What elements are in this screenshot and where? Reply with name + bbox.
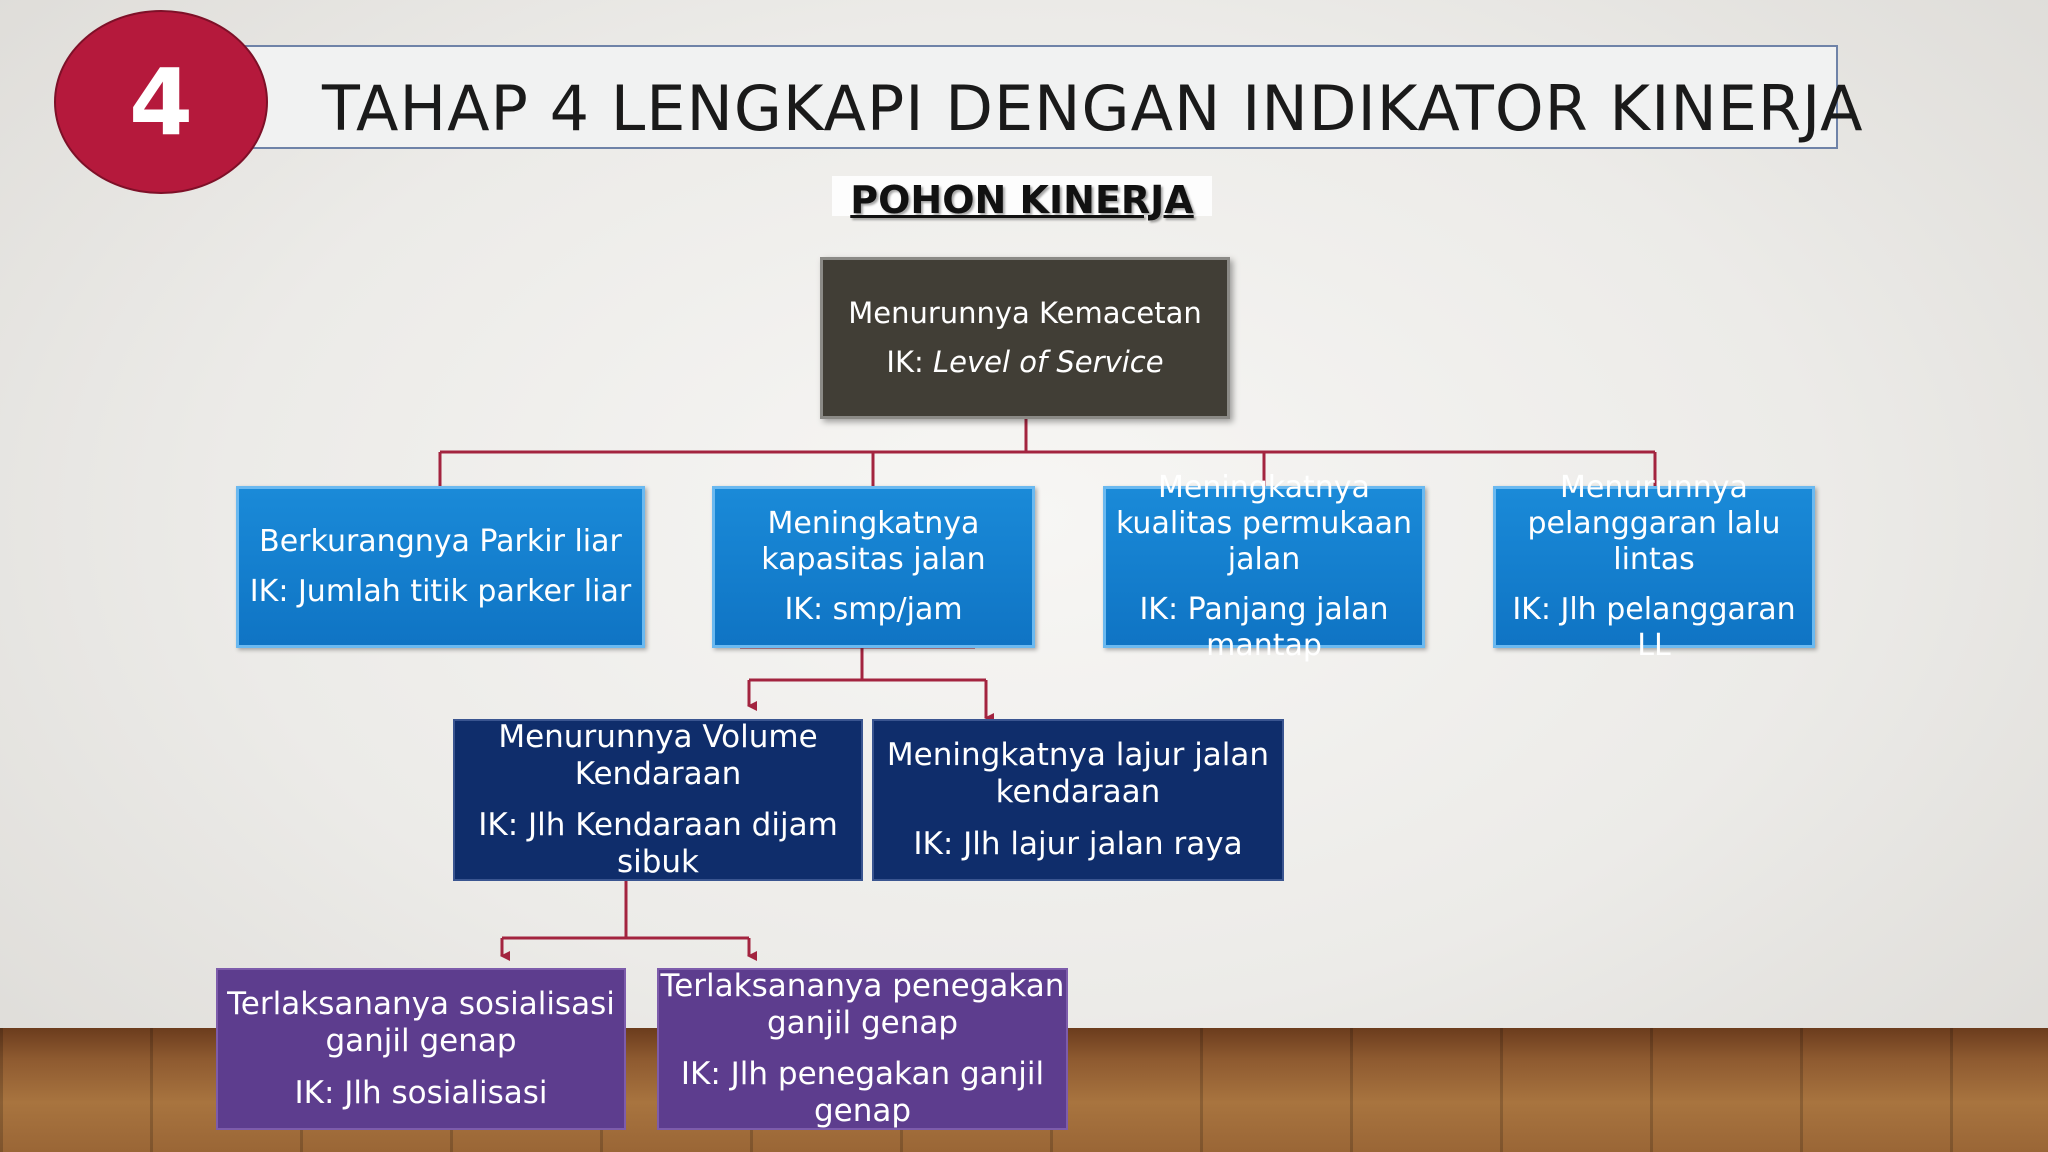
node-sosialisasi-ganjil-genap: Terlaksananya sosialisasi ganjil genap I…	[216, 968, 626, 1130]
node-pelanggaran-lalu-lintas: Menurunnya pelanggaran lalu lintas IK: J…	[1493, 470, 1815, 663]
node-ik: IK: Jumlah titik parker liar	[249, 574, 632, 609]
node-text: Meningkatnya kapasitas jalan	[761, 506, 986, 577]
node-text: Menurunnya pelanggaran lalu lintas	[1527, 470, 1781, 577]
node-ik: IK: smp/jam	[784, 592, 963, 627]
slide-number-badge: 4	[54, 10, 268, 194]
node-ik: IK: Jlh sosialisasi	[294, 1074, 548, 1111]
root-node-text: Menurunnya Kemacetan	[848, 296, 1202, 331]
root-node-ik: IK: Level of Service	[886, 345, 1163, 380]
node-text: Menurunnya Volume Kendaraan	[498, 718, 818, 792]
node-text: Terlaksananya penegakan ganjil genap	[660, 967, 1065, 1041]
node-text: Meningkatnya kualitas permukaan jalan	[1115, 470, 1412, 577]
subtitle-background	[832, 176, 1212, 216]
node-kapasitas-jalan: Meningkatnya kapasitas jalan IK: smp/jam	[712, 486, 1035, 648]
node-ik: IK: Panjang jalan mantap	[1139, 592, 1389, 663]
slide-title: TAHAP 4 LENGKAPI DENGAN INDIKATOR KINERJ…	[322, 72, 1864, 145]
node-kualitas-jalan: Meningkatnya kualitas permukaan jalan IK…	[1103, 470, 1425, 663]
diagram-subtitle: POHON KINERJA	[850, 178, 1194, 222]
node-lajur-jalan: Meningkatnya lajur jalan kendaraan IK: J…	[872, 719, 1284, 881]
root-node: Menurunnya Kemacetan IK: Level of Servic…	[820, 257, 1230, 419]
node-parkir-liar: Berkurangnya Parkir liar IK: Jumlah titi…	[236, 486, 645, 648]
node-ik: IK: Jlh lajur jalan raya	[913, 825, 1243, 862]
node-text: Meningkatnya lajur jalan kendaraan	[886, 737, 1270, 811]
node-text: Berkurangnya Parkir liar	[259, 524, 622, 559]
node-ik: IK: Jlh Kendaraan dijam sibuk	[478, 807, 838, 881]
root-ik-prefix: IK:	[886, 345, 933, 379]
title-bar	[232, 45, 1838, 149]
node-penegakan-ganjil-genap: Terlaksananya penegakan ganjil genap IK:…	[657, 968, 1068, 1130]
node-volume-kendaraan: Menurunnya Volume Kendaraan IK: Jlh Kend…	[453, 719, 863, 881]
root-ik-value: Level of Service	[932, 345, 1164, 379]
node-ik: IK: Jlh penegakan ganjil genap	[680, 1056, 1045, 1130]
node-text: Terlaksananya sosialisasi ganjil genap	[227, 986, 615, 1060]
node-ik: IK: Jlh pelanggaran LL	[1512, 592, 1796, 663]
